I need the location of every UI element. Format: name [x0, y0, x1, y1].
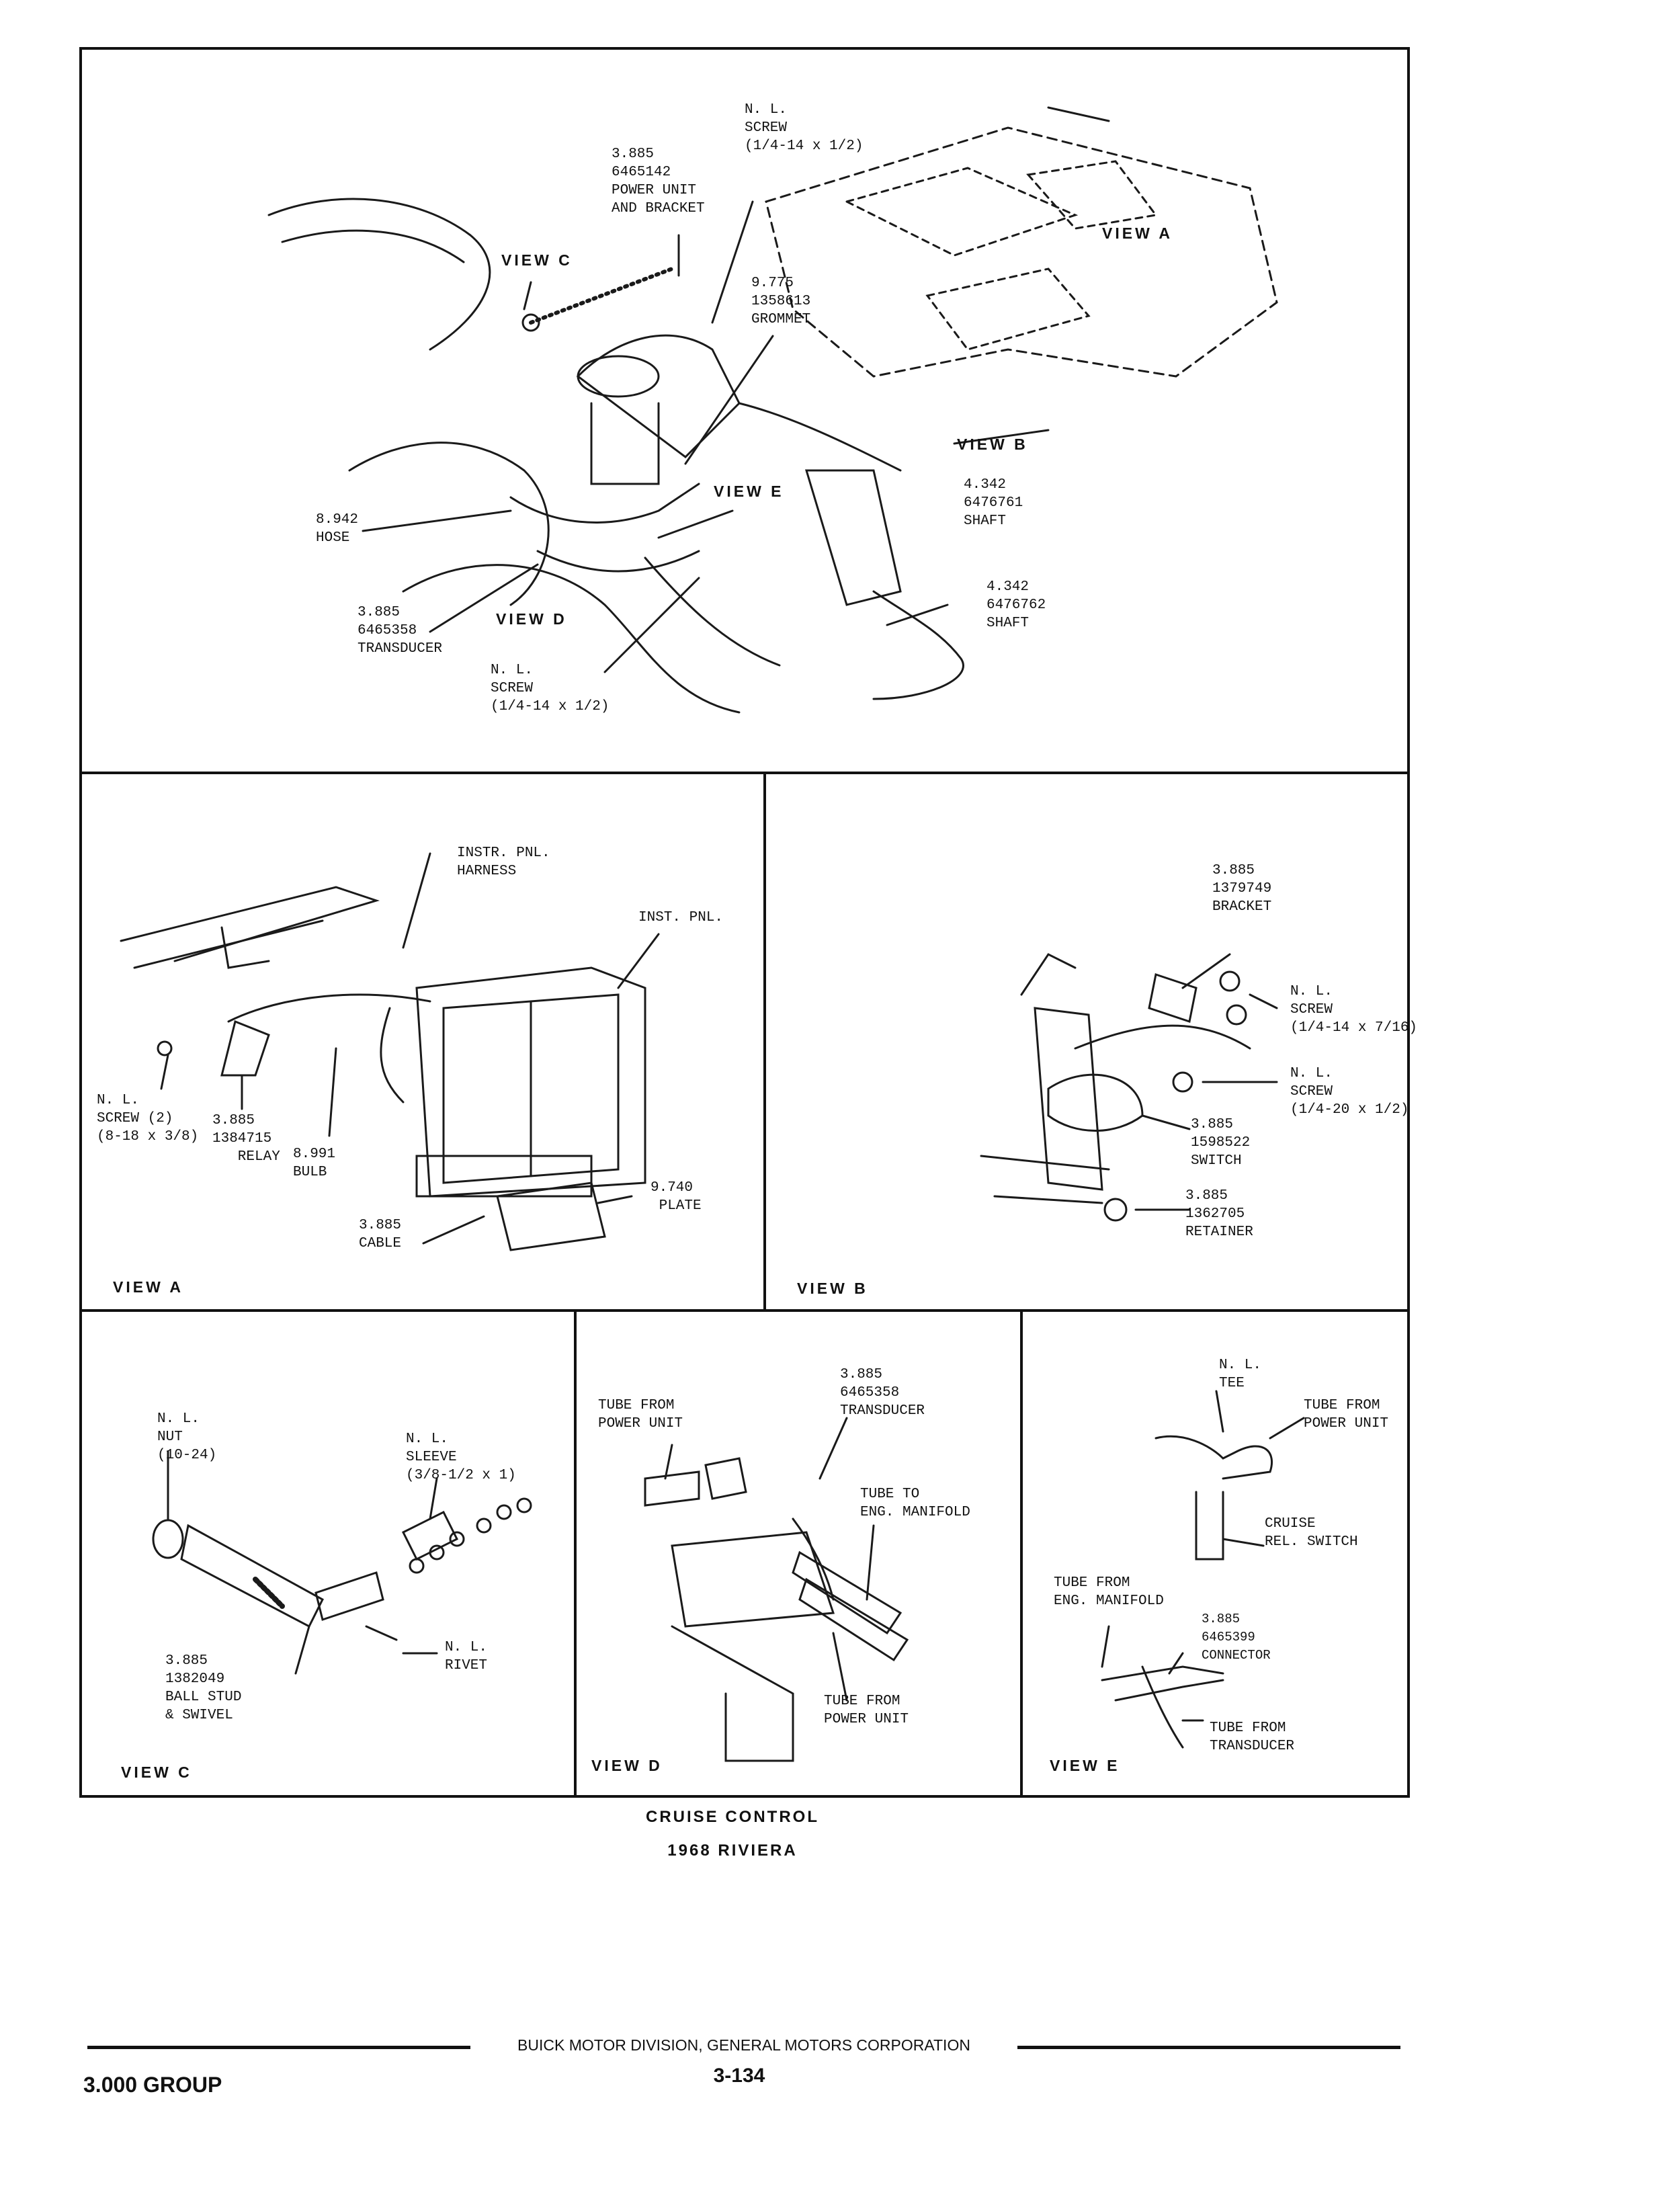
label-instr-harness: INSTR. PNL. HARNESS	[457, 845, 550, 879]
label-plate: 9.740 PLATE	[650, 1180, 702, 1214]
view-d-tag: VIEW D	[591, 1757, 663, 1774]
label-tube-from-pu: TUBE FROM POWER UNIT	[598, 1398, 683, 1431]
label-nl-screw-top: N. L. SCREW (1/4-14 x 1/2)	[745, 102, 864, 154]
label-inst-pnl: INST. PNL.	[638, 910, 724, 925]
label-retainer: 3.885 1362705 RETAINER	[1185, 1188, 1253, 1240]
label-transducer-d: 3.885 6465358 TRANSDUCER	[840, 1367, 925, 1419]
caption-subtitle: 1968 RIVIERA	[667, 1841, 798, 1860]
label-tube-from-pu-2: TUBE FROM POWER UNIT	[824, 1694, 909, 1727]
caption-title: CRUISE CONTROL	[646, 1808, 819, 1826]
view-c-tag: VIEW C	[121, 1763, 192, 1781]
label-tube-to-em: TUBE TO ENG. MANIFOLD	[860, 1487, 970, 1520]
label-power-unit: 3.885 6465142 POWER UNIT AND BRACKET	[612, 147, 705, 216]
label-nut: N. L. NUT (10-24)	[157, 1411, 217, 1463]
footer-rule-left	[87, 2046, 470, 2049]
label-tube-from-pu-e: TUBE FROM POWER UNIT	[1304, 1398, 1389, 1431]
view-b-tag: VIEW B	[797, 1280, 868, 1297]
view-a-tag: VIEW A	[113, 1278, 183, 1296]
label-tube-from-em: TUBE FROM ENG. MANIFOLD	[1054, 1575, 1164, 1609]
footer-corporation: BUICK MOTOR DIVISION, GENERAL MOTORS COR…	[517, 2036, 970, 2054]
tag-view-c-main: VIEW C	[501, 251, 573, 269]
label-screw-716: N. L. SCREW (1/4-14 x 7/16)	[1290, 984, 1418, 1036]
label-tube-from-trans: TUBE FROM TRANSDUCER	[1210, 1720, 1295, 1754]
label-bulb: 8.991 BULB	[293, 1147, 336, 1180]
footer-rule-right	[1017, 2046, 1400, 2049]
tag-view-d-main: VIEW D	[496, 610, 567, 628]
tag-view-b-main: VIEW B	[957, 435, 1028, 453]
tag-view-e-main: VIEW E	[714, 483, 784, 500]
tag-view-a-main: VIEW A	[1102, 224, 1173, 242]
label-cruise-rel: CRUISE REL. SWITCH	[1265, 1516, 1358, 1550]
label-transducer: 3.885 6465358 TRANSDUCER	[358, 605, 443, 657]
label-rivet: N. L. RIVET	[445, 1640, 488, 1673]
label-bracket: 3.885 1379749 BRACKET	[1212, 863, 1272, 915]
label-switch: 3.885 1598522 SWITCH	[1191, 1117, 1251, 1169]
label-nl-screw-2: N. L. SCREW (2) (8-18 x 3/8)	[97, 1093, 199, 1145]
label-connector: 3.885 6465399 CONNECTOR	[1202, 1612, 1271, 1663]
label-nl-screw-bottom: N. L. SCREW (1/4-14 x 1/2)	[491, 663, 610, 714]
label-shaft-2: 4.342 6476762 SHAFT	[986, 579, 1046, 631]
label-hose: 8.942 HOSE	[316, 512, 359, 546]
label-sleeve: N. L. SLEEVE (3/8-1/2 x 1)	[406, 1431, 516, 1483]
label-relay: 3.885 1384715 RELAY	[212, 1113, 280, 1165]
label-tee: N. L. TEE	[1219, 1358, 1262, 1391]
label-cable: 3.885 CABLE	[359, 1218, 402, 1251]
footer-page-number: 3-134	[713, 2065, 765, 2087]
view-e-tag: VIEW E	[1050, 1757, 1120, 1774]
view-e-frame	[1020, 1309, 1410, 1798]
body-outline	[765, 126, 1278, 378]
label-shaft-1: 4.342 6476761 SHAFT	[964, 477, 1023, 529]
label-ball-stud: 3.885 1382049 BALL STUD & SWIVEL	[165, 1653, 242, 1723]
footer-group: 3.000 GROUP	[83, 2073, 222, 2097]
label-screw-12: N. L. SCREW (1/4-20 x 1/2)	[1290, 1066, 1409, 1118]
label-grommet: 9.775 1358613 GROMMET	[751, 276, 811, 327]
